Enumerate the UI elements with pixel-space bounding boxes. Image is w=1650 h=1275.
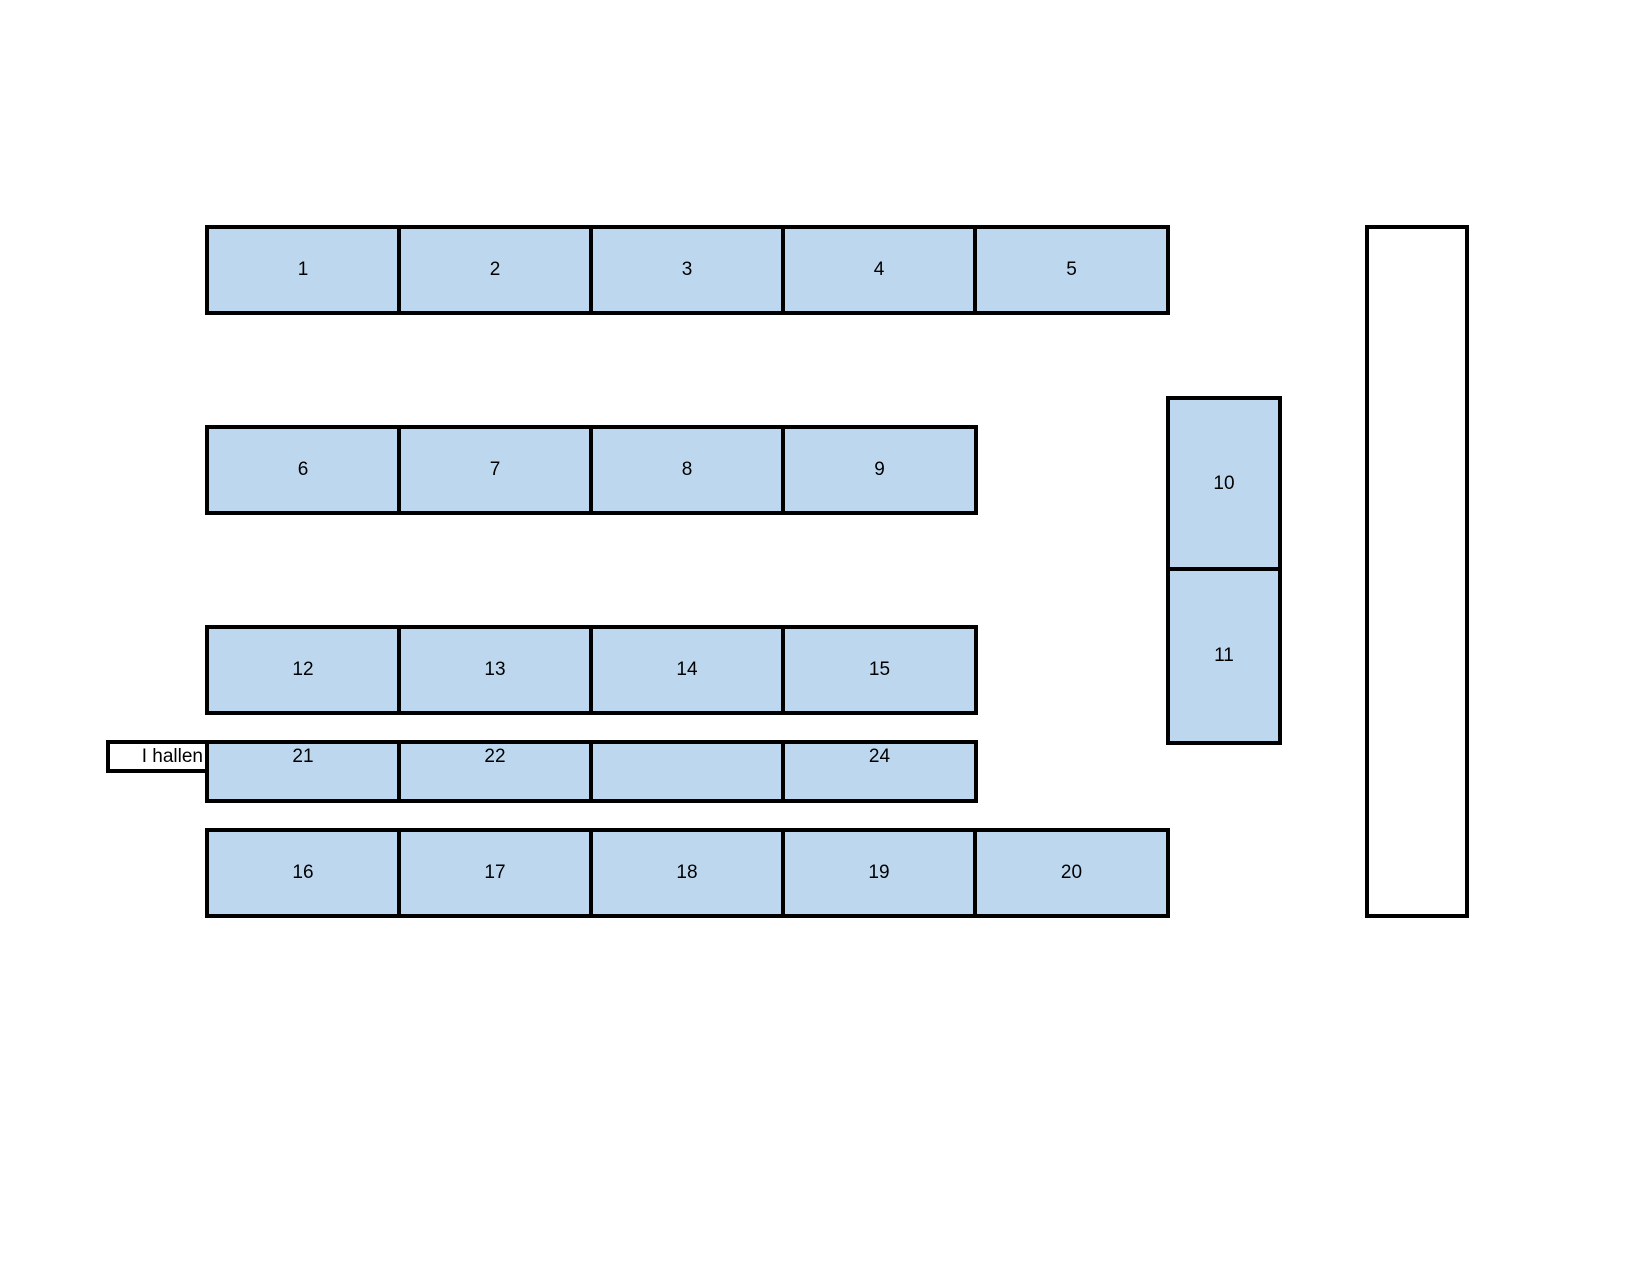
cell-17[interactable]: 17 (397, 828, 593, 918)
cell-19[interactable]: 19 (781, 828, 977, 918)
cell-1[interactable]: 1 (205, 225, 401, 315)
cell-14[interactable]: 14 (589, 625, 785, 715)
empty-tall-box (1365, 225, 1469, 918)
cell-16[interactable]: 16 (205, 828, 401, 918)
cell-21[interactable]: 21 (205, 740, 401, 803)
cell-4[interactable]: 4 (781, 225, 977, 315)
cell-7[interactable]: 7 (397, 425, 593, 515)
cell-22[interactable]: 22 (397, 740, 593, 803)
cell-18[interactable]: 18 (589, 828, 785, 918)
cell-11[interactable]: 11 (1166, 567, 1282, 745)
cell-5[interactable]: 5 (973, 225, 1170, 315)
hallway-label: I hallen (106, 740, 209, 773)
cell-6[interactable]: 6 (205, 425, 401, 515)
cell-10[interactable]: 10 (1166, 396, 1282, 571)
cell-blank[interactable] (589, 740, 785, 803)
cell-3[interactable]: 3 (589, 225, 785, 315)
cell-20[interactable]: 20 (973, 828, 1170, 918)
cell-13[interactable]: 13 (397, 625, 593, 715)
cell-15[interactable]: 15 (781, 625, 978, 715)
cell-8[interactable]: 8 (589, 425, 785, 515)
cell-2[interactable]: 2 (397, 225, 593, 315)
cell-12[interactable]: 12 (205, 625, 401, 715)
cell-9[interactable]: 9 (781, 425, 978, 515)
cell-24[interactable]: 24 (781, 740, 978, 803)
